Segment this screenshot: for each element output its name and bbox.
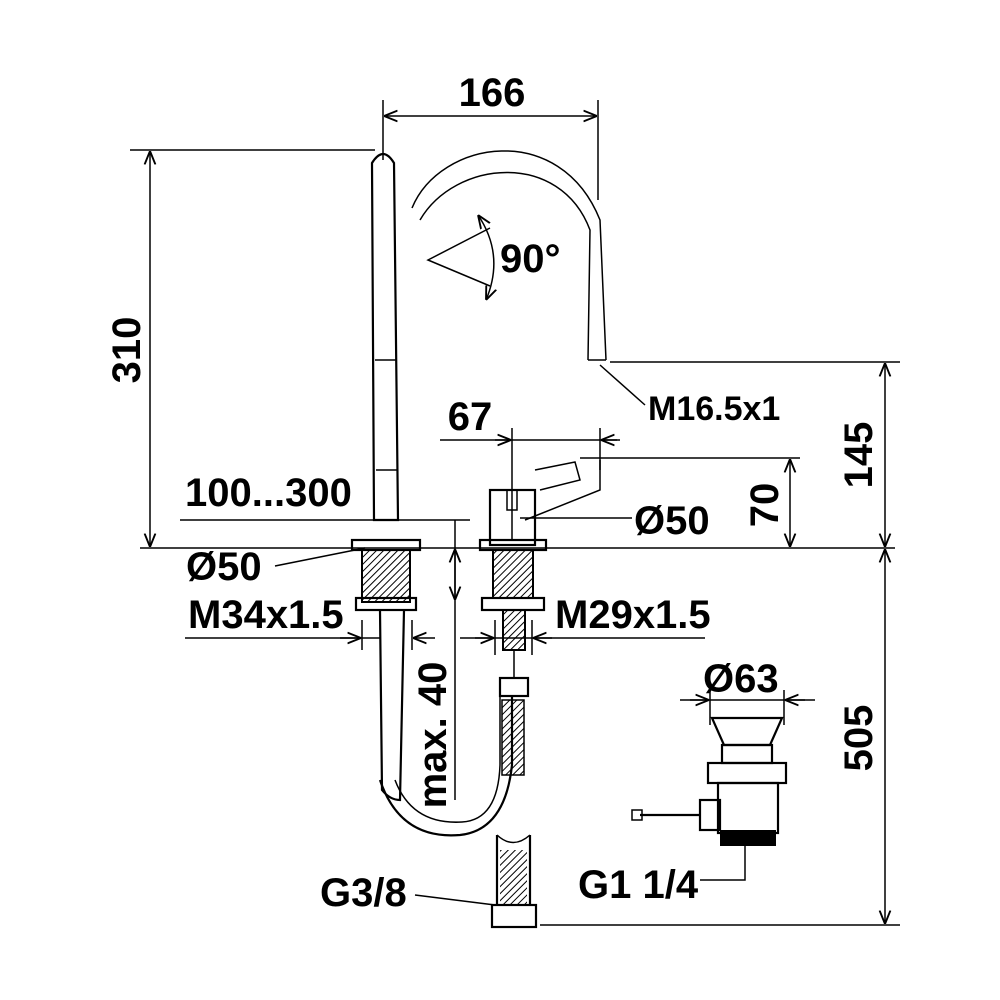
max-deck-label: max. 40 — [411, 662, 455, 809]
drain-assembly — [631, 716, 788, 846]
supply-thread-label: G3/8 — [320, 871, 407, 915]
spout-thread-label: M34x1.5 — [188, 593, 344, 637]
rotation-label: 90° — [500, 237, 561, 281]
handle-height-label: 70 — [743, 483, 787, 528]
spout-height-label: 145 — [837, 422, 881, 489]
supply-hose — [378, 696, 525, 837]
spout-diameter-label: Ø50 — [186, 545, 262, 589]
spout-base — [350, 538, 422, 802]
handle-body — [488, 460, 601, 547]
handle-offset-label: 67 — [448, 395, 493, 439]
drain-thread-label: G1 1/4 — [578, 863, 699, 907]
supply-connector — [490, 834, 538, 929]
spout-reach-label: 166 — [459, 71, 526, 115]
aerator-thread-label: M16.5x1 — [648, 390, 780, 428]
handle-diameter-label: Ø50 — [634, 499, 710, 543]
handle-base — [478, 538, 548, 698]
spout-column — [370, 152, 400, 522]
total-height-label: 310 — [105, 317, 149, 384]
handle-thread-label: M29x1.5 — [555, 593, 711, 637]
below-deck-label: 505 — [837, 705, 881, 772]
spout-arc — [411, 150, 607, 361]
spacing-label: 100...300 — [185, 471, 352, 515]
drain-diameter-label: Ø63 — [703, 657, 779, 701]
rotation-symbol — [426, 215, 494, 300]
